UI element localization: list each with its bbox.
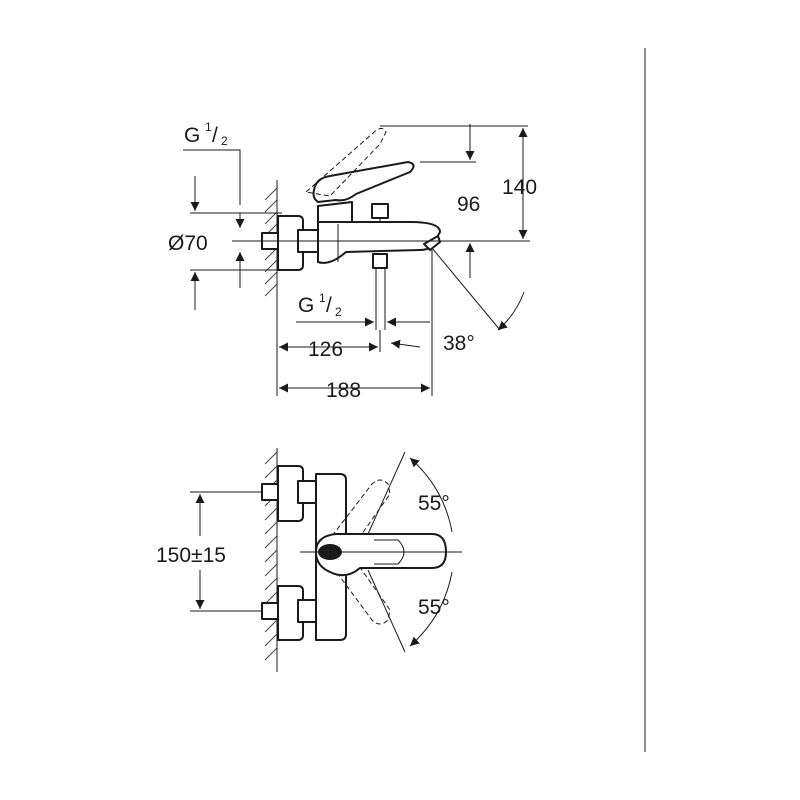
shower-outlet — [372, 253, 388, 269]
inlet-thread-bottom-den: 2 — [335, 305, 342, 319]
diverter-knob — [371, 203, 389, 219]
side-view: G 1 / 2 Ø70 140 96 38° G 1 / 2 — [168, 120, 537, 402]
lever-handle-top — [315, 533, 447, 577]
fraction-slash-bottom: / — [326, 294, 332, 317]
spout-height-label: 96 — [457, 193, 480, 216]
inlet-thread-top-num: 1 — [205, 120, 212, 134]
wall-hatch-top — [264, 180, 278, 300]
fraction-slash-top: / — [212, 124, 218, 147]
lever-raised-outline — [304, 128, 387, 197]
inlet-thread-top-base: G — [184, 124, 200, 147]
diameter-label: Ø70 — [168, 232, 208, 255]
inlet-thread-bottom-base: G — [298, 294, 314, 317]
outlet-depth-label: 126 — [308, 338, 343, 361]
mixer-body — [317, 221, 441, 264]
inlet-thread-top-den: 2 — [221, 134, 228, 148]
lever-height-label: 140 — [502, 176, 537, 199]
center-distance-label: 150±15 — [156, 544, 226, 567]
lever-handle — [312, 161, 415, 203]
lever-angle-down-label: 55° — [418, 596, 450, 619]
lever-rotated-up-outline — [331, 479, 391, 549]
total-depth-label: 188 — [326, 379, 361, 402]
upper-connection — [261, 465, 317, 522]
lower-connection — [261, 585, 317, 641]
wall-hatch-bottom — [264, 448, 278, 672]
wall-connection — [261, 215, 319, 271]
spout-angle-label: 38° — [443, 332, 475, 355]
lever-angle-up-label: 55° — [418, 492, 450, 515]
inlet-thread-bottom-num: 1 — [319, 291, 326, 305]
top-view: 55° 55° 150±15 — [156, 448, 462, 672]
lever-rotated-down-outline — [331, 555, 391, 625]
